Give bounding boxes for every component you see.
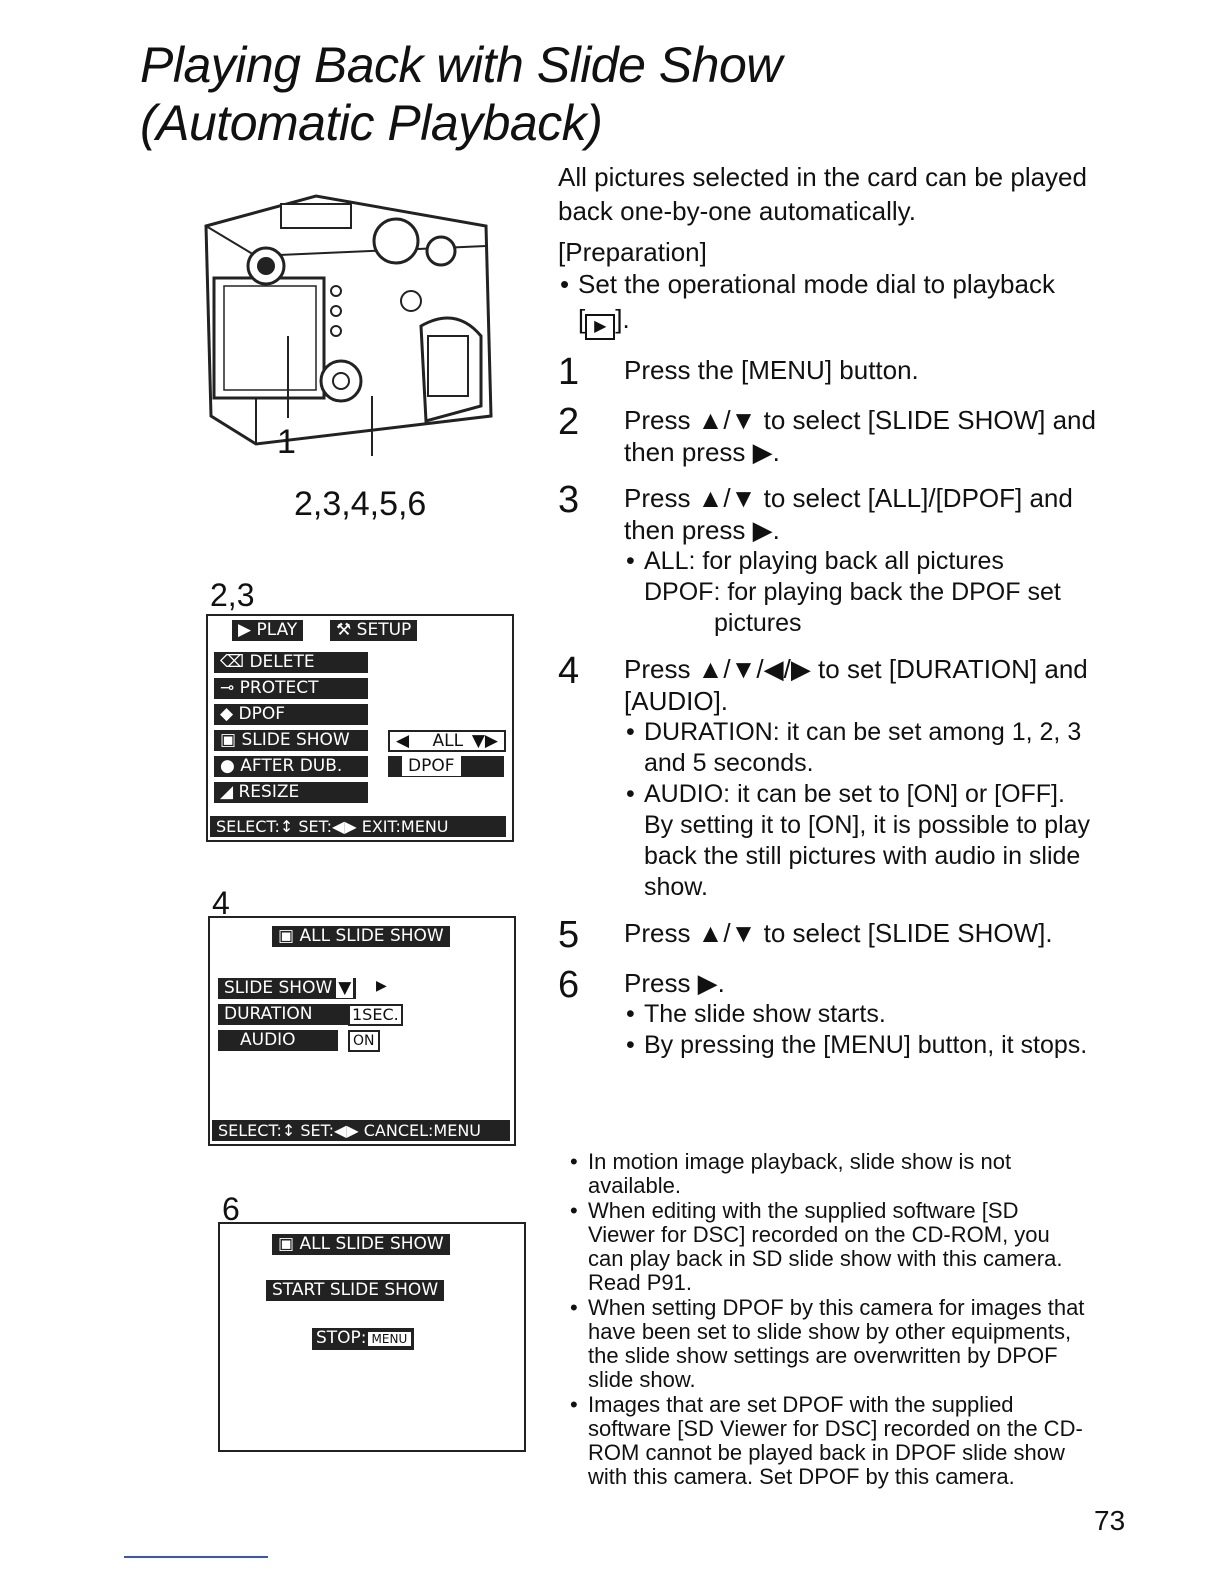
duration-value: 1SEC. (348, 1004, 403, 1026)
screen3-label: 6 (222, 1191, 240, 1227)
step-2: 2 Press ▲/▼ to select [SLIDE SHOW] and t… (558, 401, 1098, 468)
step-1: 1 Press the [MENU] button. (558, 351, 1098, 393)
step-number: 2 (558, 401, 580, 443)
menu-item-after-dub: ● AFTER DUB. (214, 756, 368, 777)
notes-list: In motion image playback, slide show is … (566, 1150, 1086, 1490)
start-screen: ▣ ALL SLIDE SHOW START SLIDE SHOW STOP:M… (218, 1222, 526, 1452)
step-text: Press ▲/▼ to select [ALL]/[DPOF] and the… (624, 483, 1073, 545)
settings-screen: ▣ ALL SLIDE SHOW SLIDE SHOW▼ ▶ DURATION … (208, 916, 516, 1146)
menu-screen: ▶ PLAY ⚒ SETUP ⌫ DELETE ⊸ PROTECT ◆ DPOF… (206, 614, 514, 842)
note-item: Images that are set DPOF with the suppli… (566, 1393, 1086, 1489)
step-text: Press ▲/▼ to select [SLIDE SHOW] and the… (624, 405, 1096, 467)
title-line-2: (Automatic Playback) (140, 95, 603, 151)
wrench-icon: ⚒ (336, 620, 357, 640)
mic-icon: ● (220, 756, 241, 776)
note-item: When editing with the supplied software … (566, 1199, 1086, 1295)
print-icon: ◆ (220, 704, 239, 724)
settings-header: ▣ ALL SLIDE SHOW (272, 926, 450, 947)
resize-icon: ◢ (220, 782, 239, 802)
setting-duration: DURATION (218, 1004, 350, 1025)
note-item: In motion image playback, slide show is … (566, 1150, 1086, 1198)
slideshow-icon: ▣ (278, 926, 300, 946)
menu-item-dpof: ◆ DPOF (214, 704, 368, 725)
play-icon: ▶ (238, 620, 257, 640)
step-number: 4 (558, 650, 580, 692)
screen1-label: 2,3 (210, 577, 255, 613)
setting-audio: AUDIO (218, 1030, 338, 1051)
divider (124, 1556, 268, 1558)
step-3: 3 Press ▲/▼ to select [ALL]/[DPOF] and t… (558, 479, 1098, 639)
playback-mode-icon: [▶]. (578, 300, 1098, 340)
camera-illustration (204, 194, 493, 456)
step-bullet-continued: DPOF: for playing back the DPOF set (644, 578, 1061, 606)
step-5: 5 Press ▲/▼ to select [SLIDE SHOW]. (558, 914, 1098, 956)
step-number: 6 (558, 964, 580, 1006)
step-text: Press ▲/▼/◀/▶ to set [DURATION] and [AUD… (624, 654, 1088, 716)
step-bullet: AUDIO: it can be set to [ON] or [OFF]. B… (624, 779, 1098, 903)
page-title: Playing Back with Slide Show (Automatic … (140, 36, 782, 152)
option-all: ◀ ALL ▼▶ (388, 730, 506, 752)
tab-setup: ⚒ SETUP (330, 620, 418, 641)
page-number: 73 (1094, 1505, 1126, 1536)
start-header: ▣ ALL SLIDE SHOW (272, 1234, 450, 1255)
step-bullet: DURATION: it can be set among 1, 2, 3 an… (624, 717, 1098, 779)
right-arrow-icon: ▶ (376, 978, 387, 994)
preparation-label: [Preparation] (558, 237, 707, 267)
step-bullet: By pressing the [MENU] button, it stops. (624, 1030, 1098, 1061)
step-number: 1 (558, 351, 580, 393)
setting-slide-show: SLIDE SHOW▼ (218, 978, 356, 999)
preparation-text: Set the operational mode dial to playbac… (558, 268, 1098, 300)
playback-icon: ▶ (585, 314, 616, 340)
left-arrow-icon: ◀ (396, 731, 410, 751)
menu-footer: SELECT:↕ SET:◀▶ EXIT:MENU (210, 816, 506, 837)
step-6: 6 Press ▶. The slide show starts. By pre… (558, 964, 1098, 1061)
menu-item-delete: ⌫ DELETE (214, 652, 368, 673)
menu-item-resize: ◢ RESIZE (214, 782, 368, 803)
slideshow-icon: ▣ (220, 730, 242, 750)
key-icon: ⊸ (220, 678, 240, 698)
screen2-label: 4 (212, 885, 230, 921)
start-slide-show-button: START SLIDE SHOW (266, 1280, 445, 1301)
callout-buttons: 2,3,4,5,6 (294, 485, 427, 523)
step-number: 3 (558, 479, 580, 521)
step-text: Press ▶. (624, 968, 725, 998)
trash-icon: ⌫ (220, 652, 250, 672)
intro-text: All pictures selected in the card can be… (558, 162, 1087, 226)
instructions-column: All pictures selected in the card can be… (558, 160, 1098, 1061)
tab-play: ▶ PLAY (232, 620, 304, 641)
callout-power: 1 (277, 423, 296, 461)
step-text: Press ▲/▼ to select [SLIDE SHOW]. (624, 918, 1053, 948)
dropdown-icon: ▼ (336, 978, 354, 998)
menu-item-protect: ⊸ PROTECT (214, 678, 368, 699)
step-number: 5 (558, 914, 580, 956)
step-4: 4 Press ▲/▼/◀/▶ to set [DURATION] and [A… (558, 650, 1098, 903)
step-bullet-continued: pictures (714, 609, 802, 637)
stop-label: STOP:MENU (312, 1328, 415, 1350)
menu-key: MENU (366, 1331, 413, 1347)
title-line-1: Playing Back with Slide Show (140, 37, 782, 93)
step-bullet: ALL: for playing back all pictures (624, 546, 1098, 577)
updown-arrow-icon: ▼▶ (471, 731, 498, 751)
note-item: When setting DPOF by this camera for ima… (566, 1296, 1086, 1392)
settings-footer: SELECT:↕ SET:◀▶ CANCEL:MENU (212, 1120, 510, 1141)
menu-item-slide-show: ▣ SLIDE SHOW (214, 730, 368, 751)
option-dpof: DPOF (388, 756, 504, 777)
audio-value: ON (348, 1030, 380, 1052)
step-bullet: The slide show starts. (624, 999, 1098, 1030)
slideshow-icon: ▣ (278, 1234, 300, 1254)
step-text: Press the [MENU] button. (624, 355, 919, 385)
